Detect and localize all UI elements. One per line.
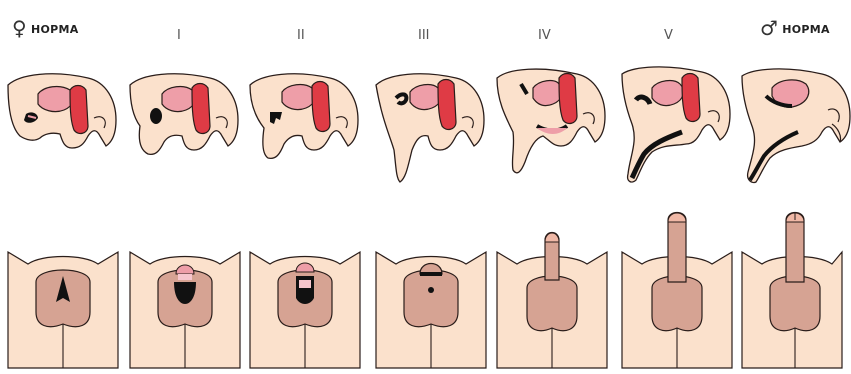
phallus-band: [420, 272, 442, 276]
bladder: [282, 85, 315, 110]
bladder: [652, 81, 683, 106]
external-male-normal: [742, 212, 842, 368]
phallus: [668, 213, 686, 283]
sagittal-stage-2: [250, 74, 358, 159]
external-stage-2: [250, 252, 360, 368]
external-stage-1: [130, 252, 240, 368]
bladder: [38, 87, 73, 112]
bladder: [162, 87, 195, 112]
rectum: [438, 80, 456, 130]
vaginal-opening: [150, 108, 162, 124]
sagittal-stage-5: [622, 67, 730, 182]
rectum: [682, 74, 700, 122]
rectum: [70, 86, 88, 134]
labia: [404, 270, 458, 327]
external-stage-3: [376, 252, 486, 368]
external-female-normal: [8, 252, 118, 368]
body-outline: [130, 74, 238, 155]
sagittal-stage-1: [130, 74, 238, 155]
scrotum: [652, 276, 702, 331]
sagittal-female-normal: [8, 74, 116, 148]
scrotum: [527, 276, 577, 331]
sagittal-male-normal: [742, 69, 850, 183]
opening: [428, 287, 434, 293]
sagittal-stage-3: [376, 74, 484, 182]
bladder: [533, 81, 562, 106]
phallus: [786, 213, 804, 283]
external-stage-4: [497, 233, 607, 369]
rectum: [559, 74, 577, 124]
rectum: [312, 82, 330, 132]
scrotum: [770, 276, 820, 331]
rectum: [192, 84, 210, 134]
external-stage-5: [622, 213, 732, 369]
bladder: [410, 85, 441, 110]
sagittal-stage-4: [497, 69, 605, 173]
